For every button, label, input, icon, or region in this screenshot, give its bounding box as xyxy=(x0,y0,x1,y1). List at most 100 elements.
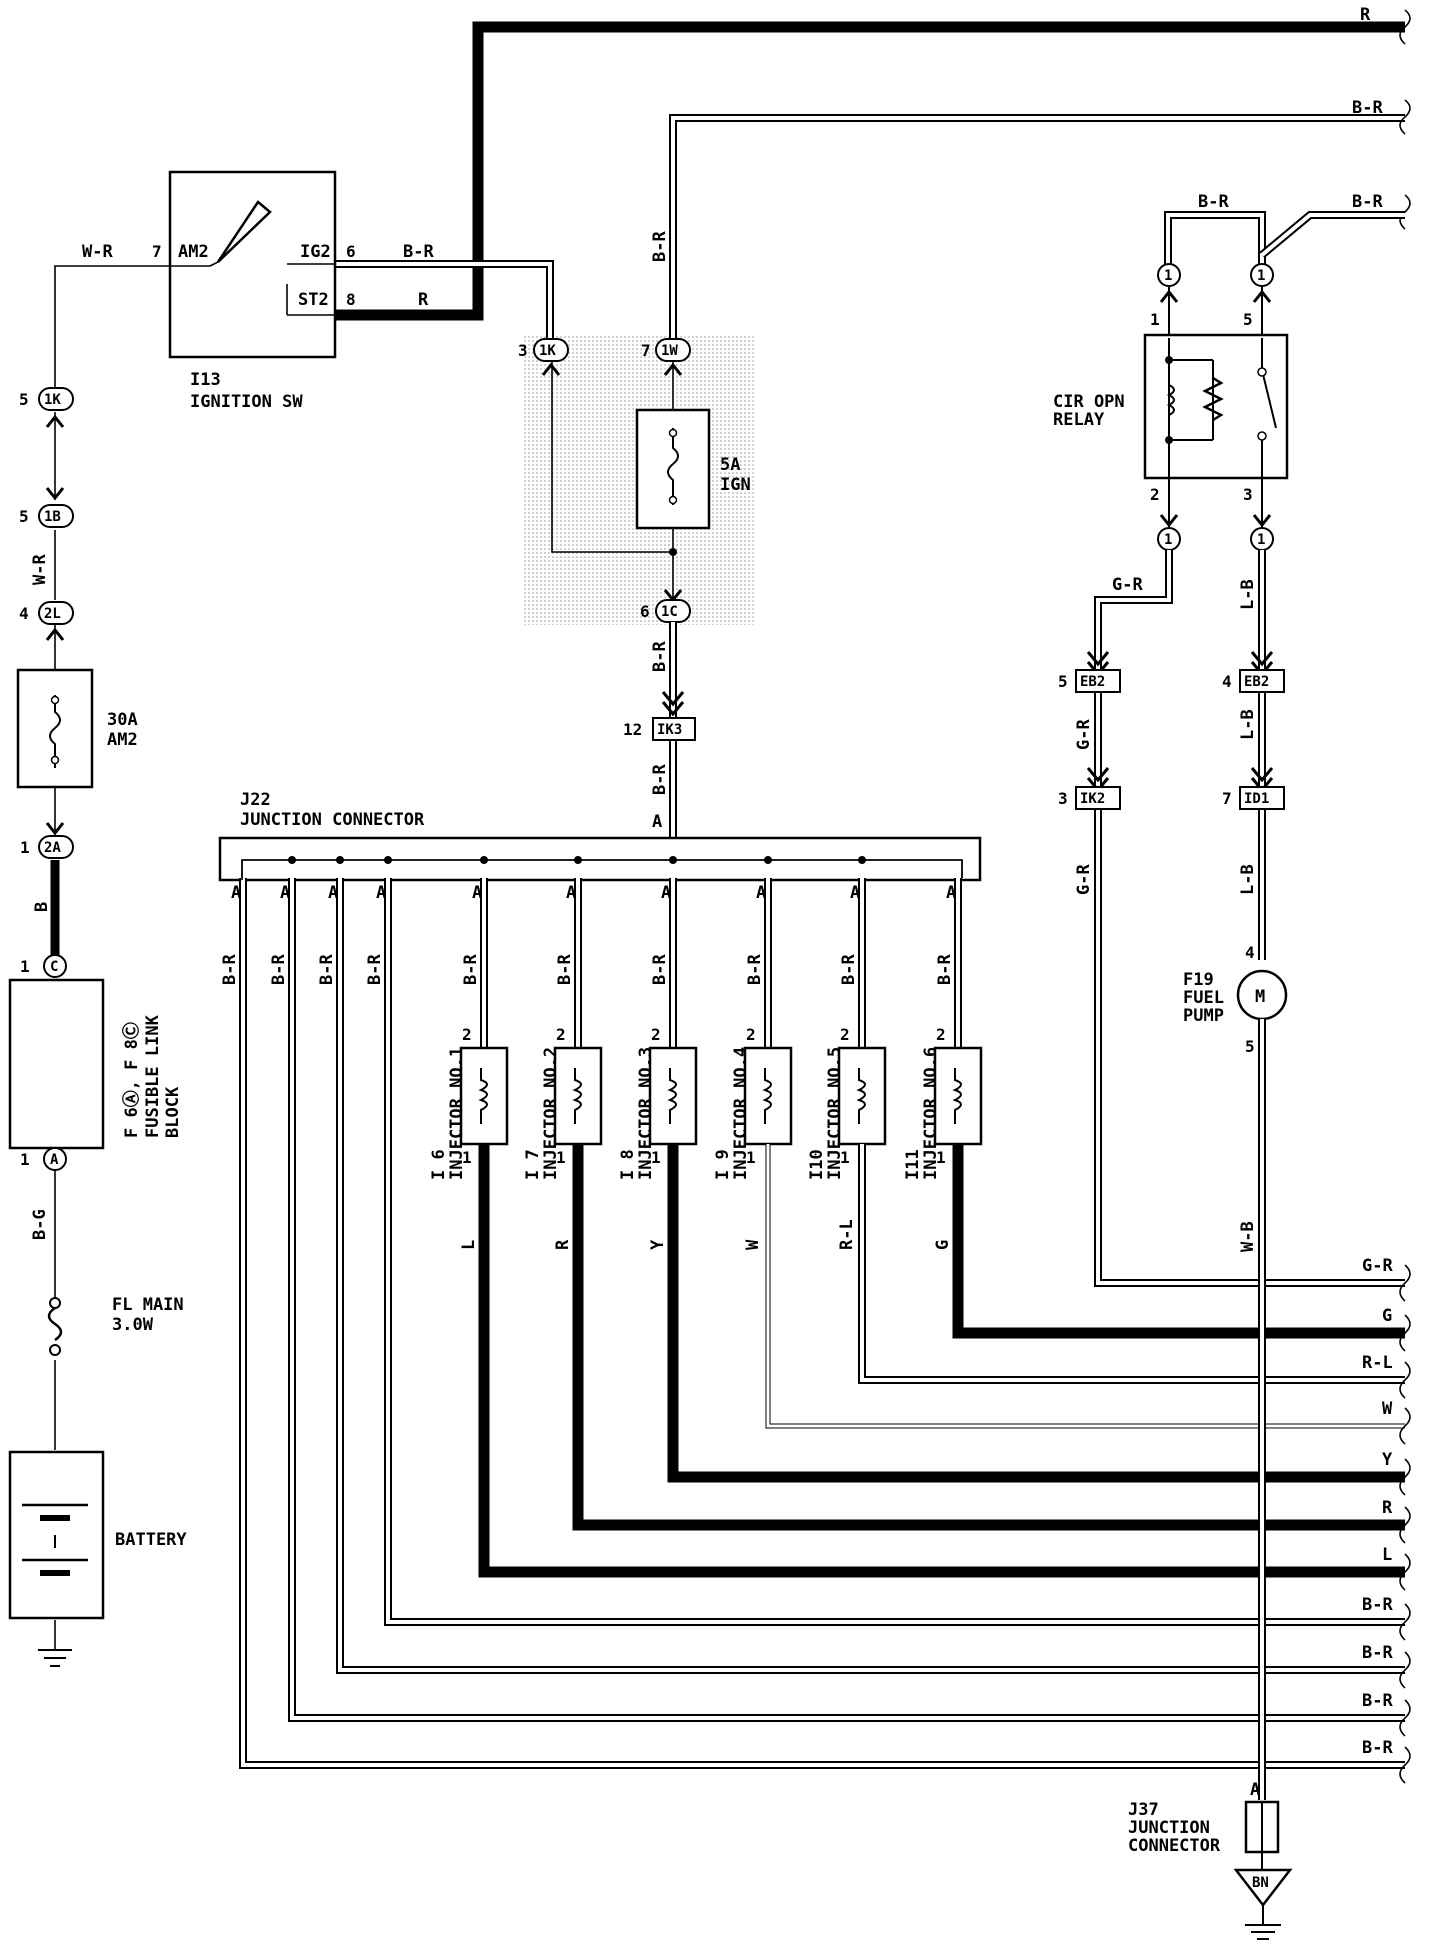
ign-fuse-rating: 5A xyxy=(720,455,740,475)
wire-gr-relay xyxy=(1094,550,1405,1287)
right-edge-label: W xyxy=(1382,1399,1393,1419)
right-edge-label: B-R xyxy=(1362,1691,1393,1711)
svg-text:1K: 1K xyxy=(539,343,556,359)
wire-label-br-injector: B-R xyxy=(650,954,670,985)
svg-text:4: 4 xyxy=(1222,672,1232,691)
wire-label-lb-eb2: L-B xyxy=(1238,709,1258,740)
svg-text:EB2: EB2 xyxy=(1244,674,1269,690)
right-edge-label: R xyxy=(1382,1498,1393,1518)
j22-pin-a: A xyxy=(850,883,860,903)
svg-text:5: 5 xyxy=(19,390,29,409)
injector-coil-icon xyxy=(856,1068,866,1124)
svg-text:2A: 2A xyxy=(44,840,61,856)
svg-text:1: 1 xyxy=(1164,532,1172,548)
svg-text:1: 1 xyxy=(1164,268,1172,284)
wire-label-br-return: B-R xyxy=(269,954,289,985)
ignition-switch-name: IGNITION SW xyxy=(190,392,303,412)
fl-main-name: FL MAIN xyxy=(112,1295,184,1315)
svg-text:C: C xyxy=(50,959,58,975)
svg-text:7: 7 xyxy=(641,341,651,360)
relay-box xyxy=(1143,333,1289,480)
j22-node xyxy=(574,856,582,864)
svg-text:7: 7 xyxy=(1222,789,1232,808)
svg-text:IK3: IK3 xyxy=(657,722,682,738)
svg-text:3: 3 xyxy=(1058,789,1068,808)
injector-output-wire xyxy=(858,1144,1405,1384)
br-return-wire xyxy=(239,878,1405,1769)
relay-connector-bottom-left: 1 xyxy=(1157,527,1181,551)
injector-body xyxy=(648,1046,698,1146)
right-edge-label: R-L xyxy=(1362,1353,1393,1373)
connector-eb2-right: EB2 4 xyxy=(1222,669,1285,693)
svg-text:5: 5 xyxy=(1058,672,1068,691)
injector-name: INJECTOR NO.1 xyxy=(447,1047,467,1180)
injector-coil-icon xyxy=(667,1068,677,1124)
wire-label-bg: B-G xyxy=(30,1209,50,1240)
wire-label-br-1c: B-R xyxy=(650,641,670,672)
injector-id: I 8 xyxy=(618,1149,638,1180)
wire-label-br-vertical: B-R xyxy=(650,231,670,262)
j22-pin-a: A xyxy=(756,883,766,903)
ign-pin8: 8 xyxy=(346,290,356,309)
injector-body xyxy=(933,1046,983,1146)
j22-node xyxy=(336,856,344,864)
injector-output-wire xyxy=(478,1144,1405,1578)
j22-node xyxy=(288,856,296,864)
wire-label-gr-ik2: G-R xyxy=(1074,864,1094,895)
j22-pin-a: A xyxy=(566,883,576,903)
injector-pin-top: 2 xyxy=(651,1025,661,1044)
relay-pin5: 5 xyxy=(1243,310,1253,329)
br-return-wires: A B-R A B-R A B-R A B-R xyxy=(220,878,1405,1769)
ground-label: BN xyxy=(1252,1875,1269,1891)
j22-node xyxy=(480,856,488,864)
fusible-link-name: FUSIBLE LINK xyxy=(143,1014,163,1138)
wire-label-b: B xyxy=(32,902,52,912)
injector-name: INJECTOR NO.6 xyxy=(921,1047,941,1180)
svg-text:1B: 1B xyxy=(44,509,61,525)
connector-1c: 1C 6 xyxy=(640,599,691,623)
fuel-pump-name: FUEL xyxy=(1183,988,1224,1008)
j22-node xyxy=(384,856,392,864)
j22-node xyxy=(764,856,772,864)
j22-box xyxy=(218,836,982,882)
svg-text:IK2: IK2 xyxy=(1080,791,1105,807)
ground-bn-triangle xyxy=(1233,1868,1293,1908)
ign-pin6: 6 xyxy=(346,242,356,261)
svg-text:1: 1 xyxy=(20,1150,30,1169)
right-edge-label: Y xyxy=(1382,1450,1393,1470)
fuel-pump-pin4: 4 xyxy=(1245,943,1255,962)
fusible-link-name2: BLOCK xyxy=(163,1086,183,1138)
j22-nodes xyxy=(288,856,866,864)
injector-name: INJECTOR NO.2 xyxy=(541,1047,561,1180)
wire-label-wb: W-B xyxy=(1238,1221,1258,1252)
svg-text:A: A xyxy=(50,1152,59,1168)
wire-br-ig2 xyxy=(335,260,554,342)
wire-label-wr: W-R xyxy=(82,242,113,262)
fusible-link-id: F 6Ⓐ, F 8Ⓒ xyxy=(121,1022,142,1138)
svg-text:2L: 2L xyxy=(44,606,61,622)
right-edge-label: B-R xyxy=(1362,1643,1393,1663)
injector-id: I 6 xyxy=(429,1149,449,1180)
br-return-wire xyxy=(288,878,1405,1722)
j22-node xyxy=(669,856,677,864)
svg-text:1: 1 xyxy=(20,957,30,976)
j22-pin-a: A xyxy=(231,883,241,903)
wire-wr xyxy=(54,265,210,390)
injector-coil-icon xyxy=(762,1068,772,1124)
connector-a: A 1 xyxy=(20,1147,67,1171)
svg-text:1K: 1K xyxy=(44,392,61,408)
svg-text:1: 1 xyxy=(1257,268,1265,284)
right-edge-label: B-R xyxy=(1362,1738,1393,1758)
wire-label-br-injector: B-R xyxy=(461,954,481,985)
svg-text:1: 1 xyxy=(20,838,30,857)
wire-label-br-return: B-R xyxy=(317,954,337,985)
svg-text:EB2: EB2 xyxy=(1080,674,1105,690)
connector-id1: ID1 7 xyxy=(1222,786,1285,810)
right-edge-label: G-R xyxy=(1362,1256,1393,1276)
svg-text:12: 12 xyxy=(623,720,642,739)
connector-1w: 1W 7 xyxy=(641,338,691,362)
